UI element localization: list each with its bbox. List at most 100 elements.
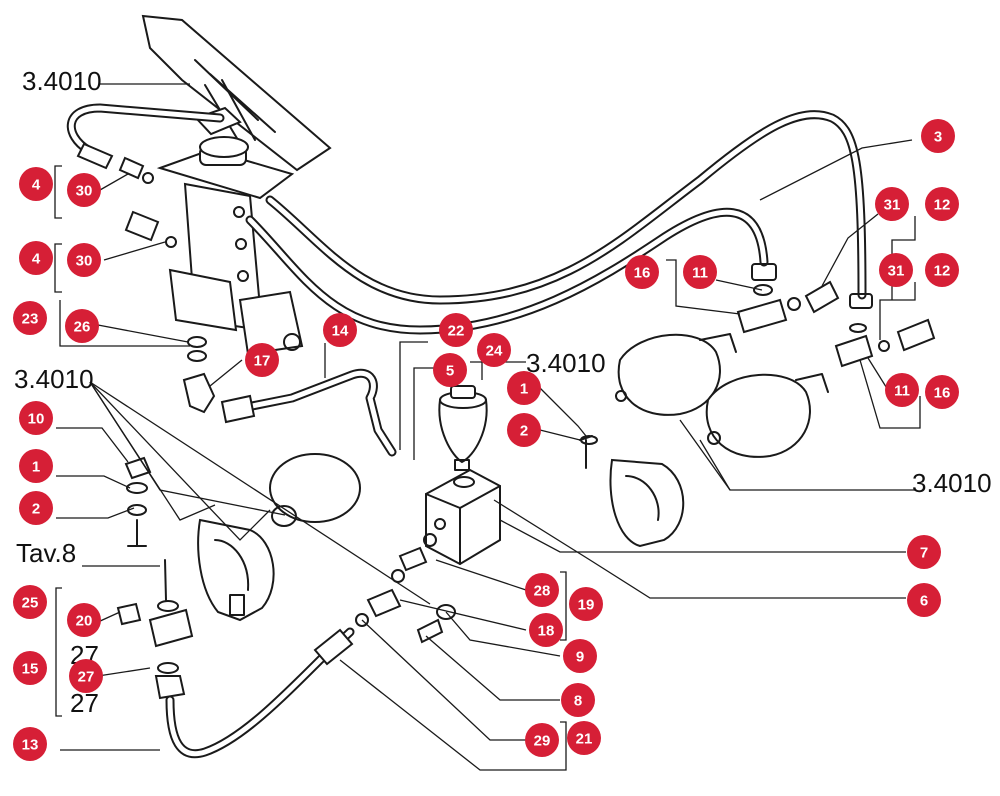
callout-circle bbox=[19, 401, 53, 435]
callout-circle bbox=[69, 659, 103, 693]
callout-circle bbox=[925, 187, 959, 221]
connector-chain-28-19-18-9 bbox=[355, 533, 456, 644]
callout-circle bbox=[683, 255, 717, 289]
callout-16a: 16 bbox=[625, 255, 659, 289]
callout-31b: 31 bbox=[879, 253, 913, 287]
callout-number: 27 bbox=[78, 669, 95, 686]
callout-number: 17 bbox=[254, 353, 271, 370]
callout-30a: 30 bbox=[67, 173, 101, 207]
callout-20: 20 bbox=[67, 603, 101, 637]
callout-circle bbox=[19, 491, 53, 525]
callout-circle bbox=[507, 413, 541, 447]
callout-29: 29 bbox=[525, 723, 559, 757]
callout-number: 1 bbox=[520, 381, 528, 398]
callout-6: 6 bbox=[907, 583, 941, 617]
callout-circle bbox=[625, 255, 659, 289]
master-cylinder bbox=[156, 136, 304, 356]
callout-3: 3 bbox=[921, 119, 955, 153]
callout-11a: 11 bbox=[683, 255, 717, 289]
callout-circle bbox=[477, 333, 511, 367]
callout-12b: 12 bbox=[925, 253, 959, 287]
callout-30b: 30 bbox=[67, 243, 101, 277]
callout-number: 25 bbox=[22, 595, 39, 612]
callout-16b: 16 bbox=[925, 375, 959, 409]
callout-circle bbox=[907, 583, 941, 617]
accumulator-right-lower bbox=[705, 373, 829, 458]
callout-circle bbox=[507, 371, 541, 405]
callout-25: 25 bbox=[13, 585, 47, 619]
callout-circle bbox=[921, 119, 955, 153]
callout-number: 8 bbox=[574, 693, 582, 710]
callout-number: 11 bbox=[894, 383, 910, 400]
callout-1a: 1 bbox=[507, 371, 541, 405]
callout-number: 21 bbox=[576, 731, 593, 748]
callout-17: 17 bbox=[245, 343, 279, 377]
callout-7: 7 bbox=[907, 535, 941, 569]
callout-12a: 12 bbox=[925, 187, 959, 221]
callout-18: 18 bbox=[529, 613, 563, 647]
callout-4b: 4 bbox=[19, 241, 53, 275]
clamp-left bbox=[197, 518, 275, 622]
callout-circle bbox=[439, 313, 473, 347]
callout-circle bbox=[19, 449, 53, 483]
callout-number: 14 bbox=[332, 323, 349, 340]
callout-number: 30 bbox=[76, 253, 93, 270]
callout-number: 28 bbox=[534, 583, 551, 600]
callout-circle bbox=[925, 375, 959, 409]
callout-circle bbox=[67, 173, 101, 207]
callout-number: 12 bbox=[934, 197, 951, 214]
ref-3-4010-top-left: 3.4010 bbox=[22, 66, 102, 96]
callout-circle bbox=[65, 309, 99, 343]
callout-22: 22 bbox=[439, 313, 473, 347]
callout-circle bbox=[67, 243, 101, 277]
callout-number: 24 bbox=[486, 343, 503, 360]
callout-number: 15 bbox=[22, 661, 39, 678]
callout-circle bbox=[13, 301, 47, 335]
ref-3-4010-center: 3.4010 bbox=[526, 348, 606, 378]
printed-label-27-lower: 27 bbox=[70, 688, 99, 718]
callout-8: 8 bbox=[561, 683, 595, 717]
callout-number: 4 bbox=[32, 251, 41, 268]
clamp-right bbox=[579, 435, 685, 548]
callout-circle bbox=[875, 187, 909, 221]
callout-circle bbox=[433, 353, 467, 387]
callout-circle bbox=[885, 373, 919, 407]
callout-circle bbox=[529, 613, 563, 647]
valve-block bbox=[425, 468, 501, 566]
callout-19: 19 bbox=[569, 587, 603, 621]
callout-1b: 1 bbox=[19, 449, 53, 483]
callout-circle bbox=[907, 535, 941, 569]
callout-circle bbox=[525, 573, 559, 607]
hose-14 bbox=[220, 368, 397, 457]
callout-number: 31 bbox=[884, 197, 901, 214]
callout-circle bbox=[245, 343, 279, 377]
callout-circle bbox=[569, 587, 603, 621]
callout-number: 23 bbox=[22, 311, 39, 328]
callout-10: 10 bbox=[19, 401, 53, 435]
tee-fitting-15 bbox=[116, 559, 194, 700]
callout-circle bbox=[19, 167, 53, 201]
callout-number: 4 bbox=[32, 177, 41, 194]
callout-circle bbox=[561, 683, 595, 717]
ref-3-4010-left: 3.4010 bbox=[14, 364, 94, 394]
callout-2a: 2 bbox=[507, 413, 541, 447]
callout-circle bbox=[879, 253, 913, 287]
callout-number: 31 bbox=[888, 263, 905, 280]
callout-4a: 4 bbox=[19, 167, 53, 201]
brake-line-3-upper bbox=[265, 110, 867, 305]
callout-number: 9 bbox=[576, 649, 584, 666]
callout-number: 1 bbox=[32, 459, 40, 476]
callout-number: 16 bbox=[634, 265, 651, 282]
brake-line-3-lower bbox=[245, 207, 769, 335]
callout-15: 15 bbox=[13, 651, 47, 685]
fitting-26-17 bbox=[182, 336, 216, 414]
hose-13 bbox=[165, 627, 355, 759]
callout-number: 16 bbox=[934, 385, 951, 402]
fitting-30-upper bbox=[118, 156, 154, 184]
callout-26: 26 bbox=[65, 309, 99, 343]
callout-11b: 11 bbox=[885, 373, 919, 407]
callout-number: 10 bbox=[28, 411, 45, 428]
callout-circle bbox=[563, 639, 597, 673]
